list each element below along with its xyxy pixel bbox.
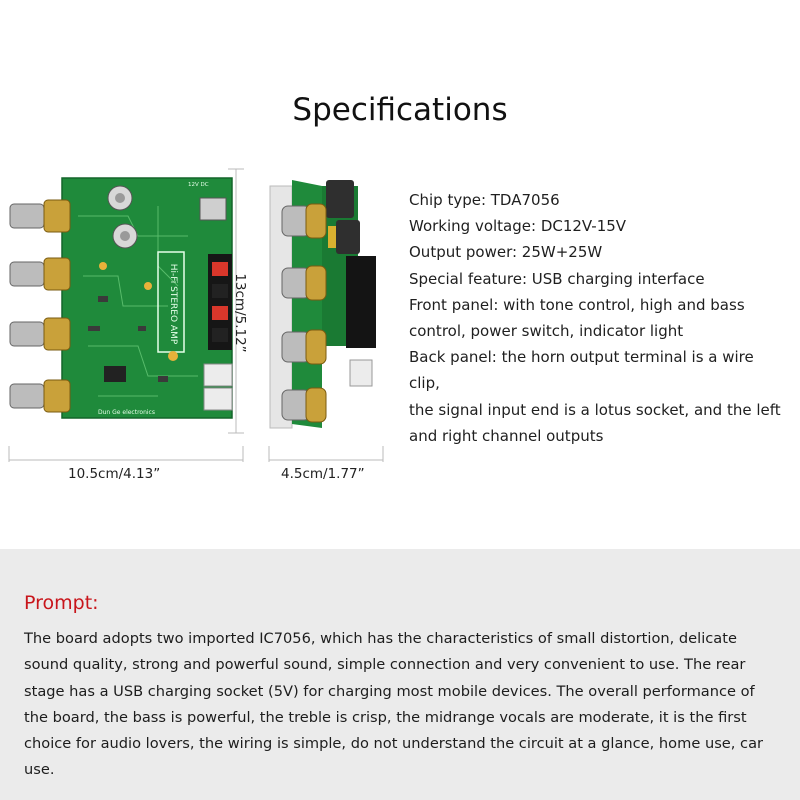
rca-socket-left bbox=[203, 363, 233, 387]
board-power-label: 12V DC bbox=[188, 182, 209, 188]
rca-socket-right bbox=[203, 387, 233, 411]
board-main-label: Hi-Fi STEREO AMP bbox=[168, 264, 178, 345]
amplifier-board-side-image bbox=[269, 180, 376, 429]
dimension-width-a: 10.5cm/4.13” bbox=[68, 466, 161, 482]
spec-list: Chip type: TDA7056 Working voltage: DC12… bbox=[409, 187, 789, 449]
knob-1 bbox=[9, 199, 71, 233]
spec-line: Special feature: USB charging interface bbox=[409, 269, 705, 288]
capacitor-side-2 bbox=[336, 220, 360, 254]
capacitor-side-1 bbox=[326, 180, 354, 218]
knob-side-4 bbox=[281, 387, 327, 423]
prompt-section bbox=[0, 549, 800, 800]
spec-line: Back panel: the horn output terminal is … bbox=[409, 348, 754, 393]
knob-4 bbox=[9, 379, 71, 413]
dimension-line-height-a bbox=[228, 168, 244, 434]
spec-line: Front panel: with tone control, high and… bbox=[409, 295, 745, 314]
spec-line: control, power switch, indicator light bbox=[409, 322, 684, 341]
page-title: Specifications bbox=[292, 92, 508, 128]
knob-side-1 bbox=[281, 203, 327, 239]
spec-line: Chip type: TDA7056 bbox=[409, 191, 560, 209]
prompt-text: The board adopts two imported IC7056, wh… bbox=[24, 630, 764, 779]
dimension-line-width-a bbox=[8, 446, 244, 462]
board-maker-label: Dun Ge electronics bbox=[98, 409, 155, 416]
dimension-line-width-b bbox=[268, 446, 384, 462]
knob-3 bbox=[9, 317, 71, 351]
terminal-side bbox=[346, 256, 376, 348]
spec-line: Output power: 25W+25W bbox=[409, 243, 603, 262]
prompt-label: Prompt: bbox=[24, 592, 99, 614]
spec-line: the signal input end is a lotus socket, … bbox=[409, 400, 781, 419]
knob-2 bbox=[9, 257, 71, 291]
dimension-height-a: 13cm/5.12” bbox=[232, 273, 248, 353]
dimension-width-b: 4.5cm/1.77” bbox=[281, 466, 365, 482]
pcb-board bbox=[62, 178, 232, 418]
spec-line: and right channel outputs bbox=[409, 426, 604, 445]
usb-port bbox=[199, 197, 227, 221]
spec-line: Working voltage: DC12V-15V bbox=[409, 217, 627, 236]
amplifier-board-front-image: Hi-Fi STEREO AMP 12V DC Dun Ge electroni… bbox=[9, 177, 233, 419]
knob-side-3 bbox=[281, 329, 327, 365]
knob-side-2 bbox=[281, 265, 327, 301]
ic-chip bbox=[104, 366, 126, 382]
